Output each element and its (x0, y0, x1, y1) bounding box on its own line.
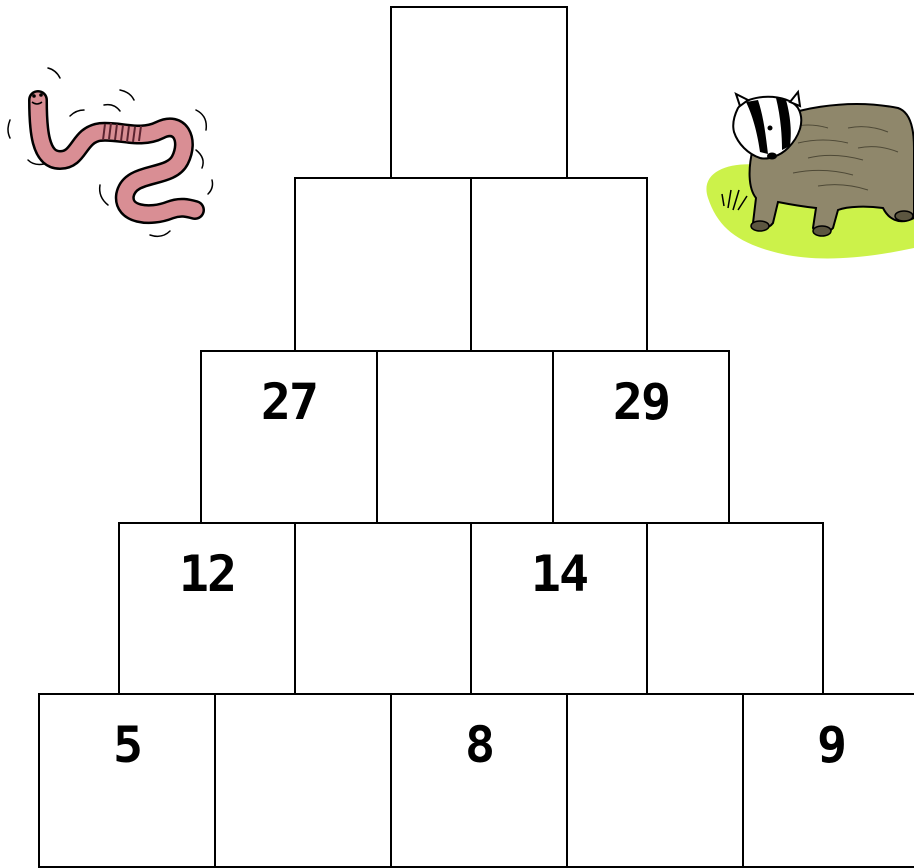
pyramid-cell-r4-c3[interactable]: 14 (470, 522, 648, 695)
worm-illustration (0, 60, 230, 250)
pyramid-cell-r3-c2[interactable] (376, 350, 554, 524)
pyramid-cell-r5-c4[interactable] (566, 693, 744, 868)
pyramid-cell-value: 12 (120, 544, 294, 604)
pyramid-cell-r5-c2[interactable] (214, 693, 392, 868)
pyramid-cell-value: 5 (40, 715, 214, 775)
pyramid-cell-r4-c4[interactable] (646, 522, 824, 695)
pyramid-cell-value: 8 (392, 715, 566, 775)
pyramid-cell-r1-c1[interactable] (390, 6, 568, 179)
pyramid-cell-r2-c2[interactable] (470, 177, 648, 352)
pyramid-cell-r4-c1[interactable]: 12 (118, 522, 296, 695)
pyramid-cell-r5-c1[interactable]: 5 (38, 693, 216, 868)
pyramid-cell-r2-c1[interactable] (294, 177, 472, 352)
pyramid-cell-value: 9 (744, 715, 914, 775)
badger-illustration (698, 88, 914, 264)
pyramid-cell-r3-c3[interactable]: 29 (552, 350, 730, 524)
pyramid-cell-r4-c2[interactable] (294, 522, 472, 695)
pyramid-cell-value: 14 (472, 544, 646, 604)
pyramid-cell-r3-c1[interactable]: 27 (200, 350, 378, 524)
pyramid-cell-value: 27 (202, 372, 376, 432)
pyramid-cell-r5-c5[interactable]: 9 (742, 693, 914, 868)
pyramid-cell-value: 29 (554, 372, 728, 432)
pyramid-cell-r5-c3[interactable]: 8 (390, 693, 568, 868)
